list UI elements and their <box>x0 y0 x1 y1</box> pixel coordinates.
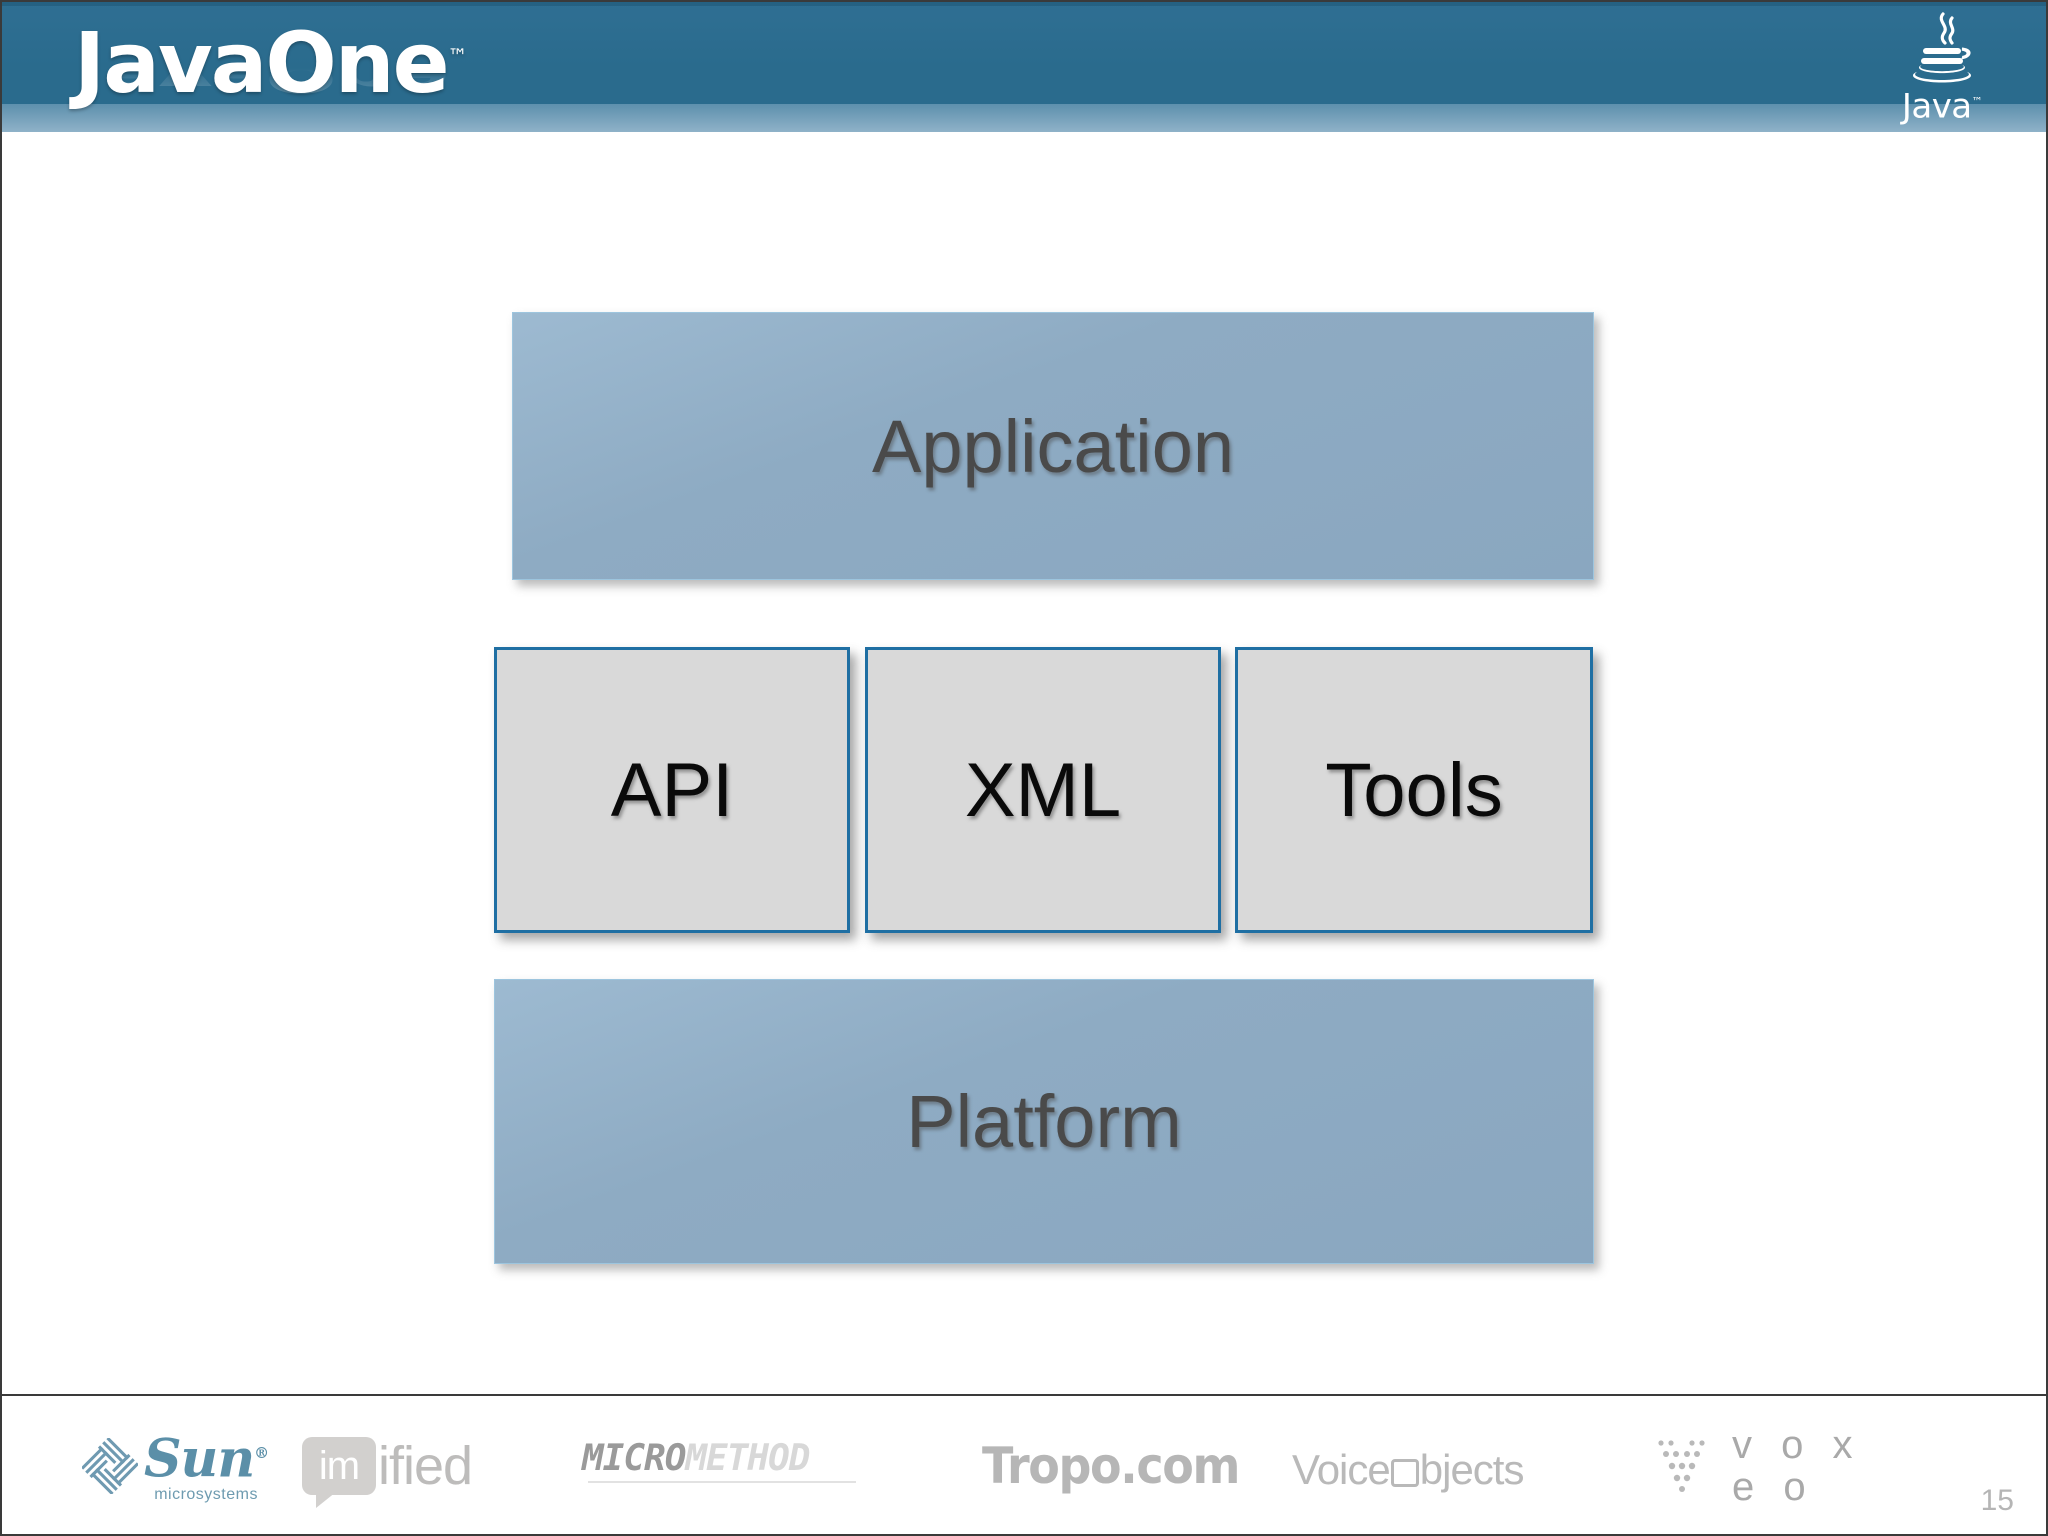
micromethod-part-a: MICRO <box>582 1438 686 1479</box>
diagram-box-tools[interactable]: Tools <box>1235 647 1593 933</box>
java-wordmark: Java™ <box>1901 85 1983 127</box>
diagram-box-tools-label: Tools <box>1325 747 1503 833</box>
sponsor-logo-micromethod: MICRO METHOD <box>582 1440 882 1492</box>
voiceobjects-prefix-text: Voice <box>1292 1446 1391 1493</box>
sun-wordmark: Sun® microsystems <box>144 1428 269 1504</box>
sun-diamond-weave-icon <box>82 1438 138 1494</box>
diagram-box-api[interactable]: API <box>494 647 850 933</box>
slide-header: JavaOne™ JavaOne Java™ <box>2 2 2046 132</box>
java-coffee-cup-icon <box>1913 12 1971 83</box>
java-trademark-symbol: ™ <box>1971 95 1983 108</box>
sun-registered-symbol: ® <box>254 1443 269 1462</box>
square-o-icon <box>1390 1459 1419 1487</box>
diagram-box-xml[interactable]: XML <box>865 647 1221 933</box>
header-top-rule <box>2 2 2046 6</box>
sun-name-text: Sun <box>144 1428 255 1490</box>
javaone-logo: JavaOne™ JavaOne <box>74 8 468 130</box>
diagram-box-platform-label: Platform <box>906 1080 1182 1163</box>
javaone-trademark-symbol: ™ <box>447 44 468 68</box>
speech-bubble-icon: im <box>302 1437 376 1508</box>
imified-rest-text: ified <box>378 1436 473 1496</box>
java-logo: Java™ <box>1886 8 1998 128</box>
dotted-v-icon <box>1658 1440 1705 1492</box>
micromethod-part-b: METHOD <box>685 1438 810 1479</box>
slide-footer: Sun® microsystems im ified MICRO METHOD <box>2 1394 2046 1534</box>
imified-bubble-text: im <box>318 1444 360 1488</box>
voxeo-wordmark-text: v o x e o <box>1732 1423 1862 1509</box>
sponsor-logo-imified: im ified <box>302 1428 552 1508</box>
header-reflection-band <box>2 104 2046 132</box>
page-number: 15 <box>1980 1484 2014 1517</box>
sponsor-logo-voiceobjects: Voice bjects <box>1292 1444 1552 1496</box>
diagram-box-application-label: Application <box>871 404 1234 488</box>
diagram-box-xml-label: XML <box>964 747 1122 833</box>
diagram-box-api-label: API <box>610 747 734 833</box>
micromethod-underline <box>588 1481 856 1483</box>
java-wordmark-text: Java <box>1901 86 1972 127</box>
sponsor-logo-tropo: Tropo.com <box>982 1434 1240 1498</box>
sponsor-logo-voxeo: v o x e o <box>1652 1424 1912 1508</box>
tropo-wordmark-text: Tropo.com <box>982 1437 1240 1495</box>
diagram-box-platform[interactable]: Platform <box>494 979 1594 1264</box>
sponsor-logo-sun: Sun® microsystems <box>82 1418 272 1514</box>
sun-subtitle-text: microsystems <box>154 1486 258 1504</box>
diagram-box-application[interactable]: Application <box>512 312 1594 580</box>
javaone-wordmark: JavaOne™ <box>74 8 468 111</box>
javaone-brand-text: JavaOne <box>74 14 450 112</box>
voiceobjects-suffix-text: bjects <box>1419 1446 1525 1493</box>
